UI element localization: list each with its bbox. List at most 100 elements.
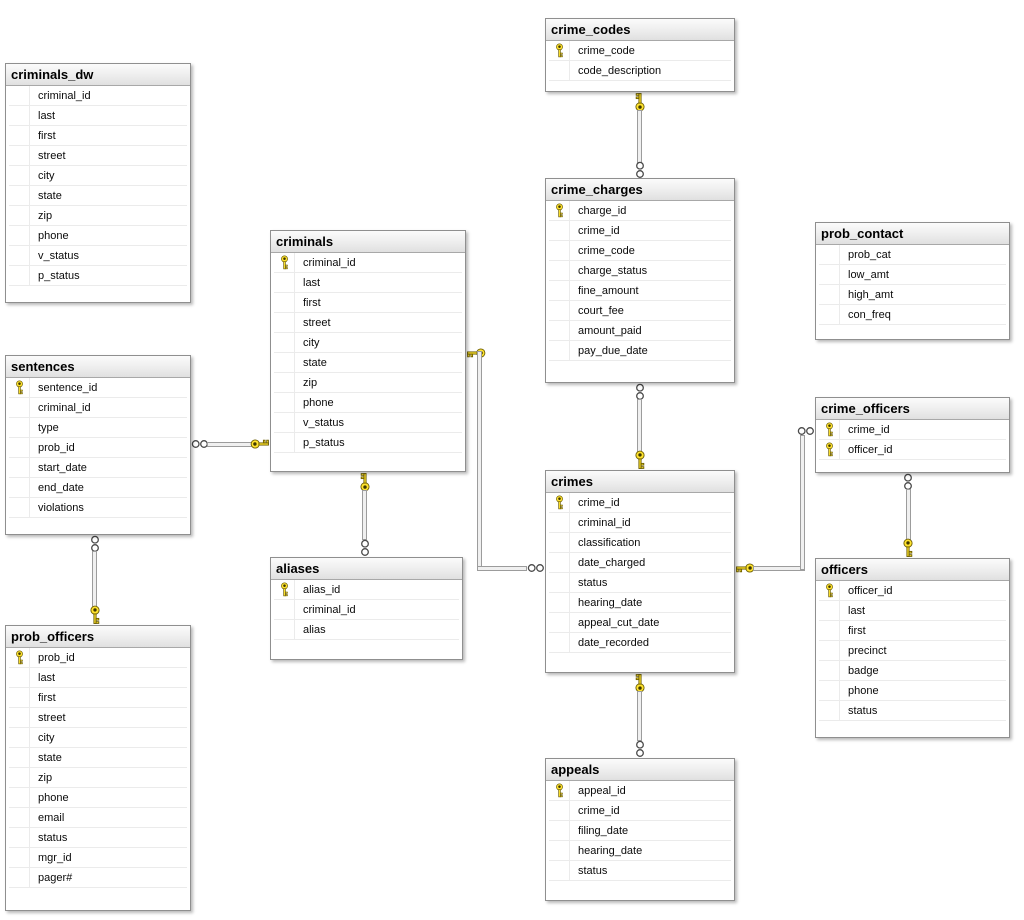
- column-row[interactable]: charge_id: [549, 201, 731, 221]
- column-row[interactable]: p_status: [9, 266, 187, 286]
- column-row[interactable]: status: [549, 573, 731, 593]
- column-row[interactable]: low_amt: [819, 265, 1006, 285]
- column-row[interactable]: state: [274, 353, 462, 373]
- column-row[interactable]: type: [9, 418, 187, 438]
- column-row[interactable]: alias_id: [274, 580, 459, 600]
- column-row[interactable]: fine_amount: [549, 281, 731, 301]
- column-row[interactable]: hearing_date: [549, 841, 731, 861]
- column-row[interactable]: prob_cat: [819, 245, 1006, 265]
- column-row[interactable]: mgr_id: [9, 848, 187, 868]
- column-row[interactable]: zip: [9, 206, 187, 226]
- column-row[interactable]: last: [9, 668, 187, 688]
- column-row[interactable]: street: [9, 146, 187, 166]
- column-row[interactable]: classification: [549, 533, 731, 553]
- column-row[interactable]: date_charged: [549, 553, 731, 573]
- column-row[interactable]: last: [819, 601, 1006, 621]
- column-row[interactable]: crime_code: [549, 241, 731, 261]
- column-row[interactable]: officer_id: [819, 440, 1006, 460]
- column-row[interactable]: last: [9, 106, 187, 126]
- column-row[interactable]: sentence_id: [9, 378, 187, 398]
- column-row[interactable]: first: [9, 688, 187, 708]
- column-row[interactable]: crime_id: [819, 420, 1006, 440]
- column-row[interactable]: v_status: [9, 246, 187, 266]
- column-row[interactable]: city: [9, 728, 187, 748]
- column-row[interactable]: pager#: [9, 868, 187, 888]
- table-header[interactable]: appeals: [546, 759, 734, 781]
- column-row[interactable]: city: [9, 166, 187, 186]
- column-row[interactable]: state: [9, 186, 187, 206]
- table-header[interactable]: prob_officers: [6, 626, 190, 648]
- column-row[interactable]: status: [9, 828, 187, 848]
- table-header[interactable]: crime_codes: [546, 19, 734, 41]
- column-row[interactable]: first: [819, 621, 1006, 641]
- column-row[interactable]: court_fee: [549, 301, 731, 321]
- column-row[interactable]: crime_id: [549, 801, 731, 821]
- column-row[interactable]: filing_date: [549, 821, 731, 841]
- column-row[interactable]: phone: [9, 788, 187, 808]
- column-row[interactable]: criminal_id: [274, 253, 462, 273]
- column-row[interactable]: street: [9, 708, 187, 728]
- column-row[interactable]: pay_due_date: [549, 341, 731, 361]
- column-row[interactable]: status: [819, 701, 1006, 721]
- column-row[interactable]: appeal_cut_date: [549, 613, 731, 633]
- column-row[interactable]: phone: [819, 681, 1006, 701]
- column-row[interactable]: precinct: [819, 641, 1006, 661]
- table-header[interactable]: prob_contact: [816, 223, 1009, 245]
- table-header[interactable]: criminals_dw: [6, 64, 190, 86]
- column-row[interactable]: hearing_date: [549, 593, 731, 613]
- column-row[interactable]: v_status: [274, 413, 462, 433]
- column-row[interactable]: p_status: [274, 433, 462, 453]
- column-row[interactable]: officer_id: [819, 581, 1006, 601]
- column-row[interactable]: crime_id: [549, 221, 731, 241]
- column-row[interactable]: state: [9, 748, 187, 768]
- column-row[interactable]: email: [9, 808, 187, 828]
- table-header[interactable]: aliases: [271, 558, 462, 580]
- table-header[interactable]: criminals: [271, 231, 465, 253]
- table-header[interactable]: crime_officers: [816, 398, 1009, 420]
- column-row[interactable]: date_recorded: [549, 633, 731, 653]
- column-row[interactable]: status: [549, 861, 731, 881]
- column-row[interactable]: street: [274, 313, 462, 333]
- column-row[interactable]: criminal_id: [9, 398, 187, 418]
- column-row[interactable]: first: [274, 293, 462, 313]
- column-row[interactable]: charge_status: [549, 261, 731, 281]
- table-header[interactable]: sentences: [6, 356, 190, 378]
- column-row[interactable]: code_description: [549, 61, 731, 81]
- column-row[interactable]: prob_id: [9, 438, 187, 458]
- column-row[interactable]: zip: [274, 373, 462, 393]
- column-row[interactable]: prob_id: [9, 648, 187, 668]
- column-row[interactable]: appeal_id: [549, 781, 731, 801]
- column-row[interactable]: city: [274, 333, 462, 353]
- column-row[interactable]: criminal_id: [549, 513, 731, 533]
- column-row[interactable]: criminal_id: [274, 600, 459, 620]
- column-row[interactable]: high_amt: [819, 285, 1006, 305]
- column-row[interactable]: crime_id: [549, 493, 731, 513]
- column-row[interactable]: phone: [9, 226, 187, 246]
- column-row[interactable]: amount_paid: [549, 321, 731, 341]
- column-row[interactable]: con_freq: [819, 305, 1006, 325]
- column-row[interactable]: first: [9, 126, 187, 146]
- column-row[interactable]: violations: [9, 498, 187, 518]
- column-row[interactable]: phone: [274, 393, 462, 413]
- column-row[interactable]: crime_code: [549, 41, 731, 61]
- column-row[interactable]: alias: [274, 620, 459, 640]
- table-header[interactable]: crimes: [546, 471, 734, 493]
- column-row[interactable]: start_date: [9, 458, 187, 478]
- table-header[interactable]: officers: [816, 559, 1009, 581]
- column-row[interactable]: badge: [819, 661, 1006, 681]
- column-row[interactable]: criminal_id: [9, 86, 187, 106]
- column-row[interactable]: last: [274, 273, 462, 293]
- column-row[interactable]: zip: [9, 768, 187, 788]
